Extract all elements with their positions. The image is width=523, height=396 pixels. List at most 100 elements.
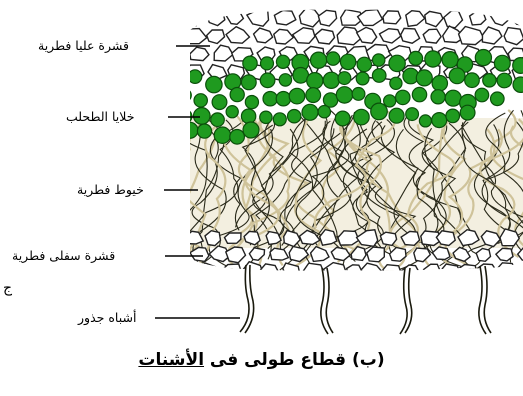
algal-cell <box>389 55 405 71</box>
algal-cell <box>323 72 339 88</box>
upper-cortex-cell <box>470 12 486 25</box>
algal-cell <box>373 54 385 66</box>
algal-cell <box>513 58 523 74</box>
lower-cortex-cell <box>261 264 279 279</box>
upper-cortex-cell <box>247 10 269 26</box>
upper-cortex-cell <box>293 28 315 44</box>
lower-cortex-cell <box>383 265 401 279</box>
algal-cell <box>245 96 258 109</box>
algal-cell <box>279 74 291 86</box>
algal-cell <box>389 108 404 123</box>
algal-cell <box>432 113 447 128</box>
upper-cortex-cell <box>254 28 273 43</box>
lower-cortex-cell <box>222 264 241 278</box>
upper-cortex-cell <box>274 10 295 25</box>
algal-cell <box>352 88 365 101</box>
upper-cortex-cell <box>226 27 249 44</box>
upper-cortex-cell <box>482 27 502 44</box>
algal-cell <box>276 92 290 106</box>
algal-cell <box>475 88 489 102</box>
upper-cortex-cell <box>383 11 401 24</box>
caption-underlined-word: الأشنات <box>138 350 204 370</box>
algal-cell <box>356 72 369 85</box>
algal-cell <box>475 50 491 66</box>
algal-cell <box>243 122 259 138</box>
caption-prefix: (ب) قطاع طولى فى <box>204 350 385 370</box>
lower-cortex-cell <box>347 265 363 279</box>
algal-cell <box>197 124 211 138</box>
algal-cell <box>260 73 275 88</box>
lower-cortex-cell <box>390 248 406 262</box>
algal-cell <box>446 109 460 123</box>
lower-cortex-cell <box>442 264 459 278</box>
algal-cell <box>497 73 512 88</box>
algal-cell <box>263 92 277 106</box>
label-fungal-hyphae: خيوط فطرية <box>77 182 144 197</box>
algal-cell <box>445 90 461 106</box>
algal-cell <box>230 130 245 145</box>
lower-cortex-cell <box>476 249 490 262</box>
lower-cortex-cell <box>183 266 200 278</box>
algal-cell <box>338 72 351 85</box>
algal-cell <box>306 88 321 103</box>
upper-cortex-cell <box>380 29 401 43</box>
algal-cell <box>371 103 388 120</box>
upper-cortex-cell <box>423 29 441 43</box>
upper-cortex-cell <box>226 11 243 24</box>
algal-cell <box>241 75 256 90</box>
figure-caption: (ب) قطاع طولى فى الأشنات <box>0 350 523 370</box>
algal-cell <box>273 113 286 126</box>
fungal-hypha <box>142 114 196 243</box>
algal-cell <box>311 52 327 68</box>
lower-cortex-cells <box>183 229 523 280</box>
upper-cortex-cell <box>299 8 321 27</box>
algal-cell <box>302 104 318 120</box>
algal-cell <box>483 74 496 87</box>
label-rhizoids: أشباه جذور <box>78 310 136 325</box>
algal-cell <box>212 95 227 110</box>
upper-cortex-cell <box>425 11 443 26</box>
upper-cortex-cell <box>406 11 425 27</box>
upper-cortex-cell <box>190 47 209 60</box>
algal-cell <box>276 55 289 68</box>
label-upper-cortex: قشرة عليا فطرية <box>38 38 129 53</box>
algal-cell <box>396 90 410 104</box>
upper-cortex-cell <box>459 27 484 45</box>
upper-cortex-cell <box>274 29 294 44</box>
algal-cell <box>214 127 230 143</box>
algal-cell <box>419 115 431 127</box>
upper-cortex-cell <box>180 10 199 26</box>
algal-cell <box>307 73 323 89</box>
upper-cortex-cell <box>315 29 334 44</box>
label-lower-cortex: قشرة سفلى فطرية <box>12 248 115 263</box>
upper-cortex-cell <box>490 10 510 25</box>
algal-cell <box>243 56 257 70</box>
algal-cell <box>372 69 386 83</box>
lower-cortex-cell <box>361 263 383 279</box>
algal-cell <box>288 110 301 123</box>
algal-cell <box>494 55 510 71</box>
lower-cortex-cell <box>304 263 324 277</box>
algal-cell <box>412 87 426 101</box>
label-algal-cells: خلايا الطحلب <box>66 109 134 124</box>
algal-cell <box>326 52 339 65</box>
algal-cell <box>431 90 445 104</box>
algal-cell <box>206 76 222 92</box>
lower-cortex-cell <box>424 264 441 277</box>
algal-cell <box>340 54 355 69</box>
algal-cell <box>194 108 211 125</box>
upper-cortex-cell <box>444 11 463 28</box>
upper-cortex-cell <box>207 10 225 26</box>
algal-cell <box>211 113 225 127</box>
algal-cell <box>432 76 447 91</box>
upper-cortex-cells <box>180 8 523 81</box>
algal-cell <box>406 108 419 121</box>
algal-cell <box>491 92 505 106</box>
upper-cortex-cell <box>358 10 383 26</box>
algal-cell <box>261 57 274 70</box>
upper-cortex-cell <box>207 30 225 44</box>
algal-cell <box>179 89 192 102</box>
edge-fragment-text: ج <box>3 280 12 296</box>
algal-cell <box>384 95 396 107</box>
